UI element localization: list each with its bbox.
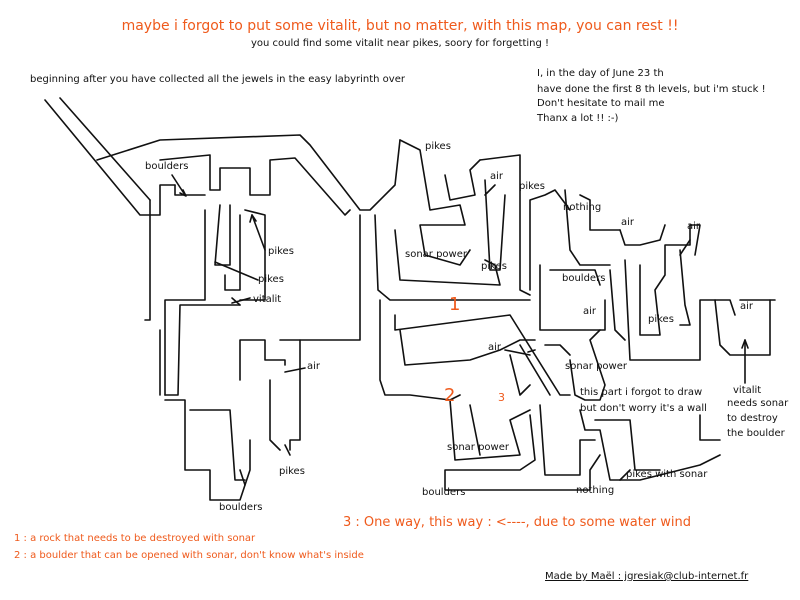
map-label: boulders (219, 502, 263, 513)
map-label: air (621, 217, 635, 228)
map-label: but don't worry it's a wall (580, 403, 707, 414)
map-label: pikes (268, 246, 294, 257)
map-label: air (583, 306, 597, 317)
map-label: pikes (481, 261, 507, 272)
legend-item: 1 : a rock that needs to be destroyed wi… (14, 533, 256, 544)
map-label: air (488, 342, 502, 353)
intro-label: beginning after you have collected all t… (30, 74, 405, 85)
legend-item: 2 : a boulder that can be opened with so… (14, 550, 364, 561)
map-label: boulders (562, 273, 606, 284)
map-label: pikes (279, 466, 305, 477)
map-label: sonar power (447, 442, 509, 453)
map-label: air (740, 301, 754, 312)
map-label: pikes (258, 274, 284, 285)
marker-two: 2 (444, 385, 456, 406)
note-line: Thanx a lot !! :-) (537, 113, 619, 124)
map-label: pikes (519, 181, 545, 192)
note-line: Don't hesitate to mail me (537, 98, 665, 109)
map-label: air (307, 361, 321, 372)
marker-one: 1 (449, 294, 461, 315)
map-label: this part i forgot to draw (580, 387, 703, 398)
map-label: to destroy (727, 413, 778, 424)
map-label: pikes (648, 314, 674, 325)
map-label: sonar power (405, 249, 467, 260)
map-label: pikes with sonar (626, 469, 708, 480)
map-label: sonar power (565, 361, 627, 372)
map-label: the boulder (727, 428, 785, 439)
map-label: boulders (422, 487, 466, 498)
marker-three: 3 (498, 391, 505, 404)
map-label: vitalit (733, 385, 762, 396)
map-label: nothing (563, 202, 602, 213)
map-label: air (687, 221, 701, 232)
map-label: needs sonar (727, 398, 789, 409)
credit-line: Made by Maël : jgresiak@club-internet.fr (545, 571, 749, 582)
map-label: boulders (145, 161, 189, 172)
legend-one-way: 3 : One way, this way : <----, due to so… (343, 515, 692, 530)
map-label: nothing (576, 485, 615, 496)
map-label: vitalit (253, 294, 282, 305)
map-label: air (490, 171, 504, 182)
note-line: I, in the day of June 23 th (537, 68, 664, 79)
map-label: pikes (425, 141, 451, 152)
page-subtitle: you could find some vitalit near pikes, … (250, 38, 550, 49)
page-title: maybe i forgot to put some vitalit, but … (121, 18, 679, 34)
note-line: have done the first 8 th levels, but i'm… (537, 84, 766, 95)
